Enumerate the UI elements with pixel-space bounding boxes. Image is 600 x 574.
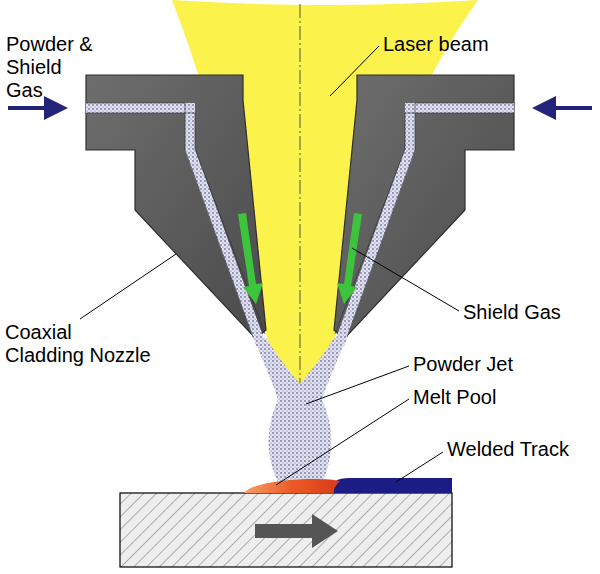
nozzle-body (86, 75, 266, 339)
channel-edge (86, 103, 265, 337)
leader-line (80, 46, 459, 485)
feed-arrow (544, 106, 592, 110)
part-label: Shield Gas (463, 301, 561, 324)
part-label: Powder & Shield Gas (6, 33, 96, 102)
substrate (120, 493, 452, 567)
powder-channel (86, 108, 261, 345)
feed-arrow (8, 106, 56, 110)
part-label: Melt Pool (413, 386, 496, 409)
travel-arrow (255, 514, 338, 548)
part-label: Welded Track (447, 438, 569, 461)
part-label: Laser beam (383, 33, 489, 56)
nozzle-body (334, 75, 514, 339)
part-label: Powder Jet (413, 353, 513, 376)
welded-track (328, 478, 452, 493)
shield-gas-arrow (238, 213, 362, 304)
part-label: Coaxial Cladding Nozzle (5, 321, 153, 367)
powder-jet (254, 338, 346, 482)
melt-pool (244, 479, 340, 493)
